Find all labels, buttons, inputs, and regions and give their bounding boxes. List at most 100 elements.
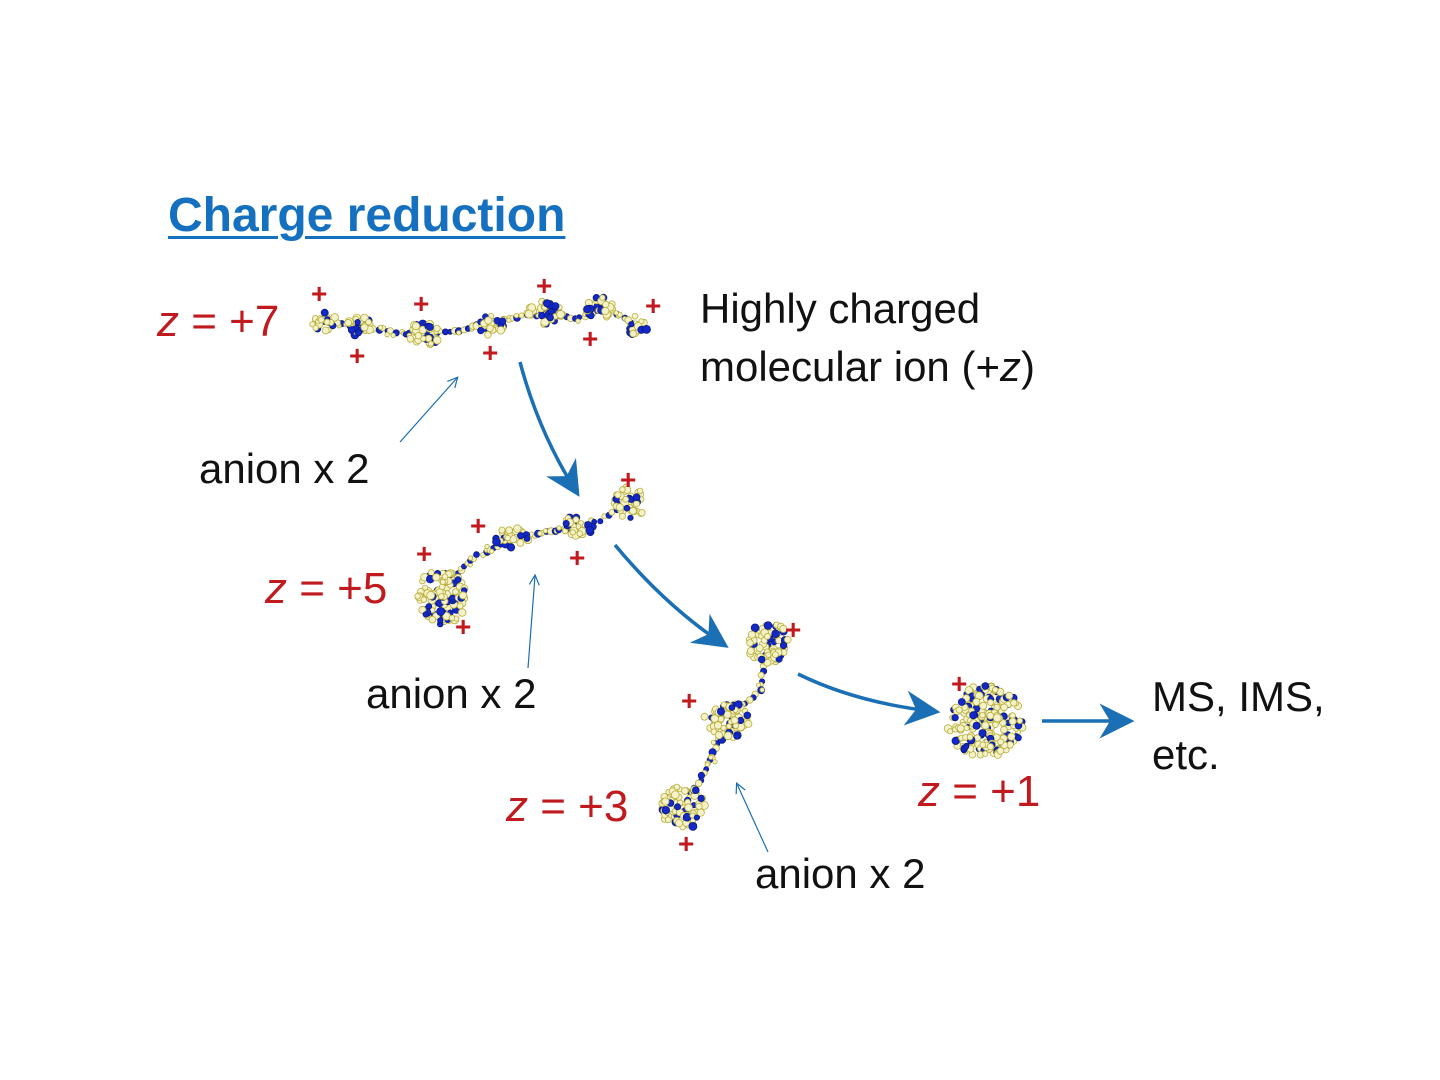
molecule-atom: [629, 506, 637, 515]
molecule-atom: [673, 783, 681, 791]
diagram-title: Charge reduction: [168, 189, 566, 242]
charge-plus: +: [349, 340, 366, 371]
backbone-atom: [538, 311, 546, 320]
charge-label-z7: z = +7: [157, 300, 279, 344]
molecule-atom: [717, 715, 725, 723]
charge-value: = +3: [540, 782, 629, 831]
molecule-atom: [432, 573, 441, 582]
molecule-atom: [966, 734, 974, 741]
charge-plus: +: [455, 611, 472, 642]
anion-label-3: anion x 2: [755, 850, 926, 897]
molecule-atom: [386, 327, 394, 335]
molecule-atom: [979, 701, 988, 710]
backbone-atom: [506, 543, 516, 552]
charge-plus: +: [582, 323, 599, 354]
molecule-atom: [981, 721, 990, 730]
molecule-atom: [996, 747, 1005, 755]
backbone-atom: [758, 655, 766, 664]
molecule-atom: [365, 318, 372, 326]
charge-plus: +: [470, 510, 487, 541]
molecule-atom: [426, 591, 436, 600]
molecule-atom: [723, 731, 733, 741]
backbone-atom: [691, 786, 700, 794]
molecule-atom: [992, 721, 999, 728]
molecule-atom: [414, 593, 421, 600]
molecule-atom: [377, 324, 384, 330]
molecule-atom: [986, 743, 995, 751]
backbone-atom: [957, 698, 966, 706]
molecule-atom: [518, 312, 525, 319]
molecule-atom: [1000, 725, 1008, 734]
charge-plus: +: [645, 290, 662, 321]
molecule-atom: [730, 716, 739, 725]
molecule-atom: [576, 530, 583, 537]
molecule-atom: [524, 309, 534, 319]
molecule-atom: [516, 539, 525, 547]
molecule-atom: [489, 548, 495, 554]
molecule-atom: [537, 530, 543, 537]
molecule-atom: [694, 779, 703, 788]
backbone-atom: [354, 329, 362, 337]
molecule-atom: [664, 816, 672, 824]
molecule-atom: [411, 321, 421, 331]
molecule-atom: [757, 671, 765, 679]
process-arrow-7-to-5: [518, 361, 580, 497]
molecule-atom: [979, 712, 986, 719]
backbone-atom: [473, 551, 480, 558]
molecule-atom: [448, 614, 456, 622]
molecule-atom: [505, 526, 513, 534]
molecule-atom: [746, 647, 755, 655]
molecule-atom: [486, 324, 494, 332]
molecule-atom: [955, 706, 963, 714]
molecule-atom: [997, 738, 1004, 746]
molecule-atom: [1007, 732, 1016, 741]
molecule-atom: [458, 591, 467, 600]
molecule-atom: [972, 697, 981, 706]
molecule-atom: [1005, 691, 1014, 700]
molecule-atom: [763, 658, 772, 667]
charge-plus: +: [536, 270, 553, 301]
charge-var: z: [506, 782, 528, 831]
molecule-atom: [569, 529, 576, 536]
molecule-atom: [675, 819, 684, 828]
backbone-atom: [627, 514, 634, 521]
molecule-atom: [986, 711, 995, 720]
charge-plus: +: [413, 288, 430, 319]
molecule-atom: [712, 759, 718, 765]
molecule-atom: [963, 725, 970, 732]
molecule-atom: [317, 316, 325, 324]
output-label: MS, IMS, etc.: [1152, 668, 1325, 784]
molecule-atom: [755, 644, 764, 652]
molecule-atom: [615, 503, 624, 512]
backbone-atom: [763, 621, 773, 630]
molecule-atom: [312, 324, 319, 332]
molecule-atom: [504, 534, 511, 542]
molecule-atom: [993, 703, 1001, 711]
backbone-atom: [951, 714, 959, 722]
backbone-atom: [320, 308, 329, 317]
anion-leader-1: [399, 378, 457, 443]
charge-var: z: [157, 297, 179, 346]
backbone-atom: [454, 576, 462, 583]
molecule-atom: [636, 487, 644, 495]
molecule-atom: [506, 317, 512, 323]
backbone-atom: [734, 700, 743, 709]
molecule-atom: [556, 310, 565, 319]
backbone-atom: [628, 321, 635, 328]
molecule-atom: [633, 500, 641, 508]
molecule-atom: [1000, 703, 1008, 712]
charge-label-z5: z = +5: [265, 567, 387, 611]
molecule-atom: [746, 639, 754, 647]
molecule-atom: [441, 573, 449, 580]
backbone-atom: [661, 806, 671, 815]
molecule-atom: [438, 593, 445, 600]
charge-plus: +: [681, 685, 698, 716]
molecule-atom: [542, 528, 549, 534]
molecule-atom: [451, 588, 459, 596]
molecule-atom: [458, 608, 467, 617]
molecule-atom: [467, 555, 474, 561]
molecule-atom: [622, 495, 629, 503]
molecule-atom: [420, 596, 428, 603]
molecule-atom: [427, 340, 434, 347]
molecule-atom: [484, 543, 490, 550]
